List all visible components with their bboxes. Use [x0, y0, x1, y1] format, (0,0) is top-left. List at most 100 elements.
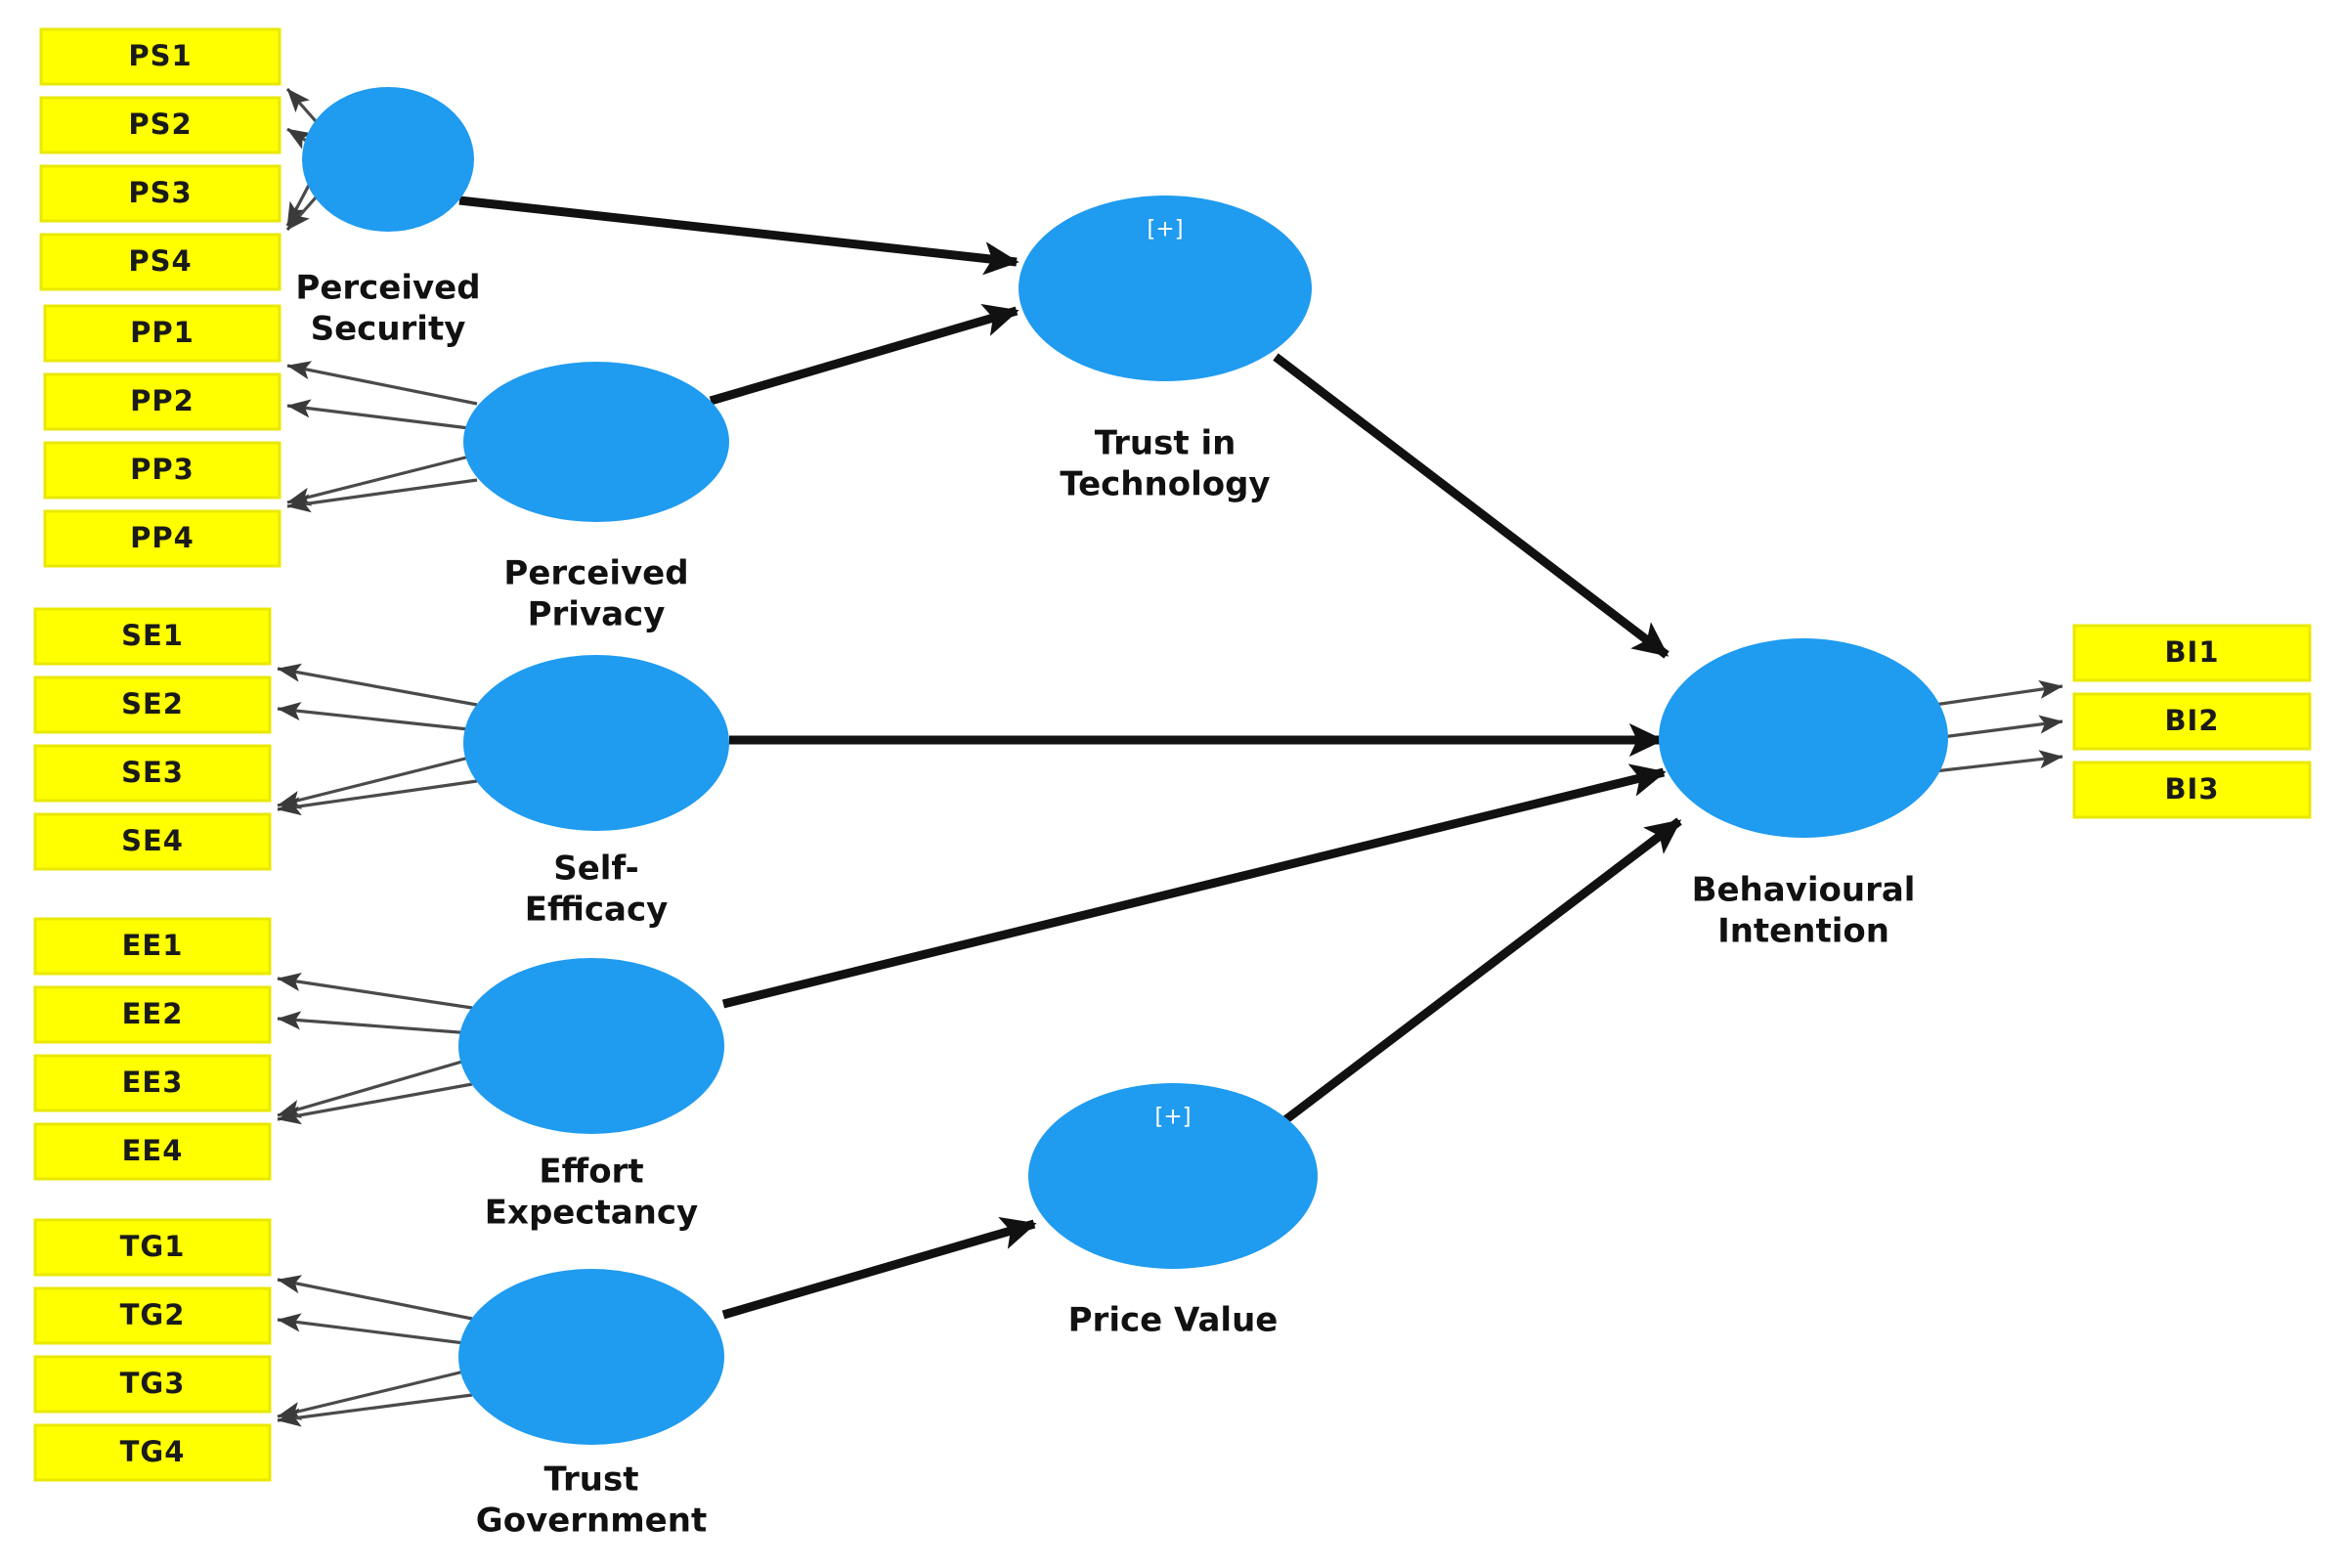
- construct-label: Trust: [544, 1460, 639, 1500]
- construct-ellipse[interactable]: [302, 87, 474, 232]
- measurement-arrow-ee1: [277, 973, 473, 1010]
- indicator-box[interactable]: [39, 96, 282, 154]
- construct-ellipse[interactable]: [1028, 1083, 1318, 1269]
- construct-label: Expectancy: [485, 1194, 698, 1233]
- indicator-ps1[interactable]: PS1: [39, 27, 282, 86]
- construct-label: Security: [311, 310, 466, 349]
- indicator-box[interactable]: [33, 744, 272, 803]
- indicator-box[interactable]: [33, 1423, 272, 1482]
- indicator-box[interactable]: [33, 917, 272, 976]
- measurement-arrow-tg2: [277, 1313, 473, 1346]
- indicator-ps4[interactable]: PS4: [39, 233, 282, 291]
- construct-ellipse[interactable]: [458, 958, 724, 1134]
- indicator-ee3[interactable]: EE3: [33, 1054, 272, 1112]
- indicator-box[interactable]: [33, 985, 272, 1044]
- construct-layer: PerceivedSecurityPerceivedPrivacySelf-Ef…: [295, 87, 1948, 1541]
- indicator-box[interactable]: [43, 372, 282, 431]
- indicator-se1[interactable]: SE1: [33, 607, 272, 666]
- indicator-se3[interactable]: SE3: [33, 744, 272, 803]
- indicator-pp3[interactable]: PP3: [43, 441, 282, 500]
- indicator-label: EE4: [122, 1134, 184, 1167]
- indicator-tg3[interactable]: TG3: [33, 1355, 272, 1414]
- construct-label: Efficacy: [525, 891, 669, 930]
- construct-label: Trust in: [1095, 424, 1237, 463]
- indicator-box[interactable]: [39, 27, 282, 86]
- indicator-label: PP4: [130, 521, 195, 554]
- measurement-arrow-se2: [277, 701, 478, 732]
- construct-label: Privacy: [528, 595, 666, 634]
- indicator-ps2[interactable]: PS2: [39, 96, 282, 154]
- indicator-box[interactable]: [33, 1122, 272, 1181]
- construct-ellipse[interactable]: [1019, 196, 1312, 381]
- construct-ellipse[interactable]: [1659, 638, 1948, 838]
- indicator-box[interactable]: [33, 607, 272, 666]
- indicator-pp2[interactable]: PP2: [43, 372, 282, 431]
- indicator-label: SE3: [121, 756, 184, 789]
- indicator-se2[interactable]: SE2: [33, 675, 272, 734]
- measurement-arrow-se4: [277, 779, 478, 816]
- indicator-box[interactable]: [2072, 761, 2312, 819]
- indicator-label: SE1: [121, 619, 184, 652]
- indicator-box[interactable]: [33, 1286, 272, 1345]
- indicator-label: TG2: [120, 1298, 186, 1331]
- structural-arrow-tg-to-pv: [721, 1216, 1037, 1320]
- structural-arrow-ps-to-tt: [458, 196, 1020, 276]
- construct-ellipse[interactable]: [463, 655, 729, 831]
- indicator-label: BI2: [2164, 704, 2219, 737]
- indicator-box[interactable]: [43, 509, 282, 568]
- indicator-label: EE3: [122, 1066, 184, 1099]
- indicator-box[interactable]: [39, 164, 282, 223]
- indicator-ee1[interactable]: EE1: [33, 917, 272, 976]
- indicator-bi1[interactable]: BI1: [2072, 624, 2312, 682]
- indicator-tg1[interactable]: TG1: [33, 1218, 272, 1277]
- indicator-pp4[interactable]: PP4: [43, 509, 282, 568]
- indicator-box[interactable]: [39, 233, 282, 291]
- indicator-box[interactable]: [33, 1355, 272, 1414]
- indicator-box[interactable]: [33, 675, 272, 734]
- indicator-tg4[interactable]: TG4: [33, 1423, 272, 1482]
- measurement-arrow-bi3: [1933, 750, 2063, 773]
- indicator-bi2[interactable]: BI2: [2072, 692, 2312, 751]
- construct-ellipse[interactable]: [463, 362, 729, 522]
- structural-arrow-pv-to-bi: [1280, 817, 1682, 1126]
- measurement-arrow-ee2: [277, 1011, 473, 1035]
- construct-price-value[interactable]: [+] Price Value: [1028, 1083, 1318, 1340]
- indicator-label: BI1: [2164, 635, 2219, 669]
- indicator-label: SE4: [121, 824, 184, 857]
- indicator-box[interactable]: [43, 304, 282, 363]
- indicator-box[interactable]: [2072, 692, 2312, 751]
- measurement-arrow-tg4: [277, 1393, 473, 1427]
- indicator-pp1[interactable]: PP1: [43, 304, 282, 363]
- indicator-tg2[interactable]: TG2: [33, 1286, 272, 1345]
- construct-label: Price Value: [1068, 1301, 1279, 1340]
- indicator-ee4[interactable]: EE4: [33, 1122, 272, 1181]
- indicator-ps3[interactable]: PS3: [39, 164, 282, 223]
- indicator-box[interactable]: [43, 441, 282, 500]
- indicator-box[interactable]: [2072, 624, 2312, 682]
- construct-ellipse[interactable]: [458, 1269, 724, 1445]
- indicator-se4[interactable]: SE4: [33, 812, 272, 871]
- indicator-bi3[interactable]: BI3: [2072, 761, 2312, 819]
- indicator-ee2[interactable]: EE2: [33, 985, 272, 1044]
- measurement-arrow-se1: [277, 663, 478, 707]
- structural-arrow-pp-to-tt: [709, 303, 1020, 406]
- indicator-label: BI3: [2164, 772, 2219, 806]
- indicator-label: PP1: [130, 316, 195, 349]
- construct-label: Perceived: [295, 269, 480, 308]
- indicator-box[interactable]: [33, 1054, 272, 1112]
- plus-marker-icon: [+]: [1154, 1105, 1191, 1130]
- indicator-label: TG3: [120, 1367, 186, 1400]
- indicator-label: PP3: [130, 453, 195, 486]
- indicator-layer: PS1PS2PS3PS4PP1PP2PP3PP4SE1SE2SE3SE4EE1E…: [33, 27, 2312, 1482]
- construct-self-efficacy[interactable]: Self-Efficacy: [463, 655, 729, 930]
- indicator-box[interactable]: [33, 1218, 272, 1277]
- indicator-box[interactable]: [33, 812, 272, 871]
